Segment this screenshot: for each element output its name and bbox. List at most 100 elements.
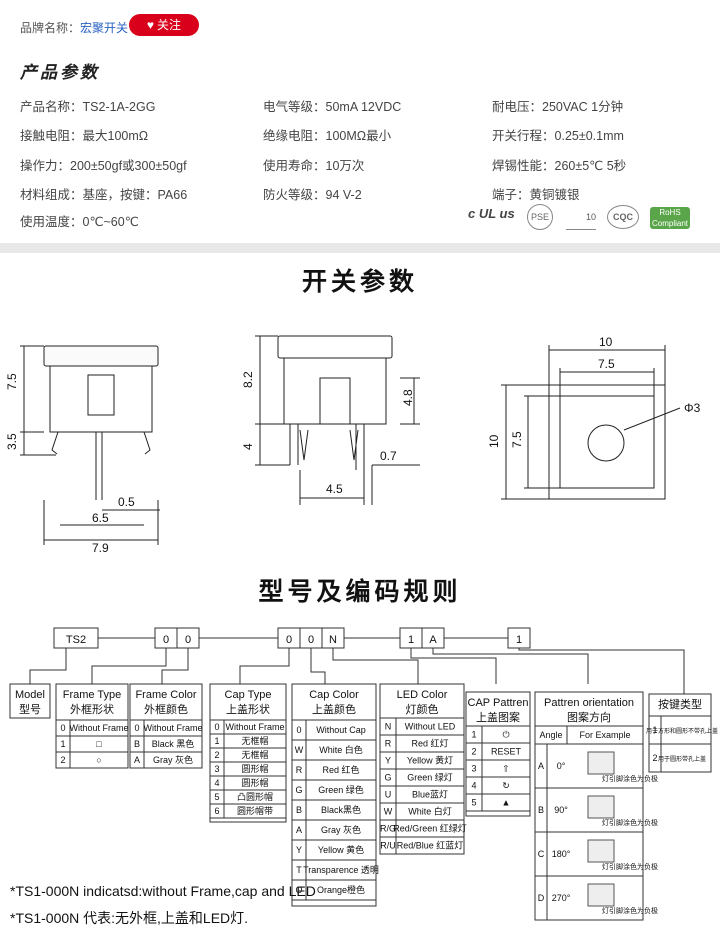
cap-color-sub: 上盖颜色 (312, 702, 356, 716)
led-color-row-label: Red 红灯 (411, 738, 448, 749)
frame-type-row-label: Without Frame (69, 723, 128, 733)
dim-front-h1: 8.2 (241, 371, 255, 388)
cap-color-row-label: Red 红色 (322, 764, 359, 775)
dim-side-h1: 7.5 (5, 373, 19, 390)
led-color-row-label: Red/Green 红绿灯 (393, 823, 467, 834)
brand-name[interactable]: 宏聚开关 (80, 21, 129, 35)
led-color-row-cell (379, 836, 465, 855)
param-rating: 电气等级：50mA 12VDC (263, 100, 402, 114)
cap-color-row-label: Green 绿色 (318, 784, 364, 795)
key-type-row-code: 2 (652, 753, 657, 763)
front-view-drawing (255, 335, 420, 505)
orientation-code: C (538, 849, 545, 859)
cap-type-sub: 上盖形状 (226, 702, 270, 716)
param-material: 材料组成：基座，按键：PA66 (20, 188, 188, 202)
cap-pattern-row-code: 3 (471, 764, 476, 774)
cap-pattern-row-label: ⏻ (502, 730, 509, 740)
chain-cap-type: 0 (286, 634, 292, 646)
orientation-angle: 180° (552, 849, 571, 859)
chain-frame-color: 0 (185, 634, 191, 646)
switch-sketch-icon (587, 883, 615, 907)
key-type-row-code: 1 (652, 725, 657, 735)
dim-top-w1: 10 (599, 335, 613, 349)
led-color-row-code: U (385, 790, 392, 800)
led-color-row-label: Blue蓝灯 (412, 789, 448, 800)
dim-front-w: 4.5 (326, 482, 343, 496)
orientation-sub: 图案方向 (567, 710, 611, 724)
cap-color-row-label: White 白色 (319, 744, 363, 755)
cap-color-row-label: Transparence 透明 (303, 865, 379, 875)
dim-top-h1: 10 (487, 434, 501, 448)
chain-pattern: 1 (408, 634, 414, 646)
led-color-row-code: R/G (380, 824, 396, 834)
chain-orientation: A (429, 634, 437, 646)
heart-icon: ♥ (146, 18, 155, 32)
cap-color-row-label: Orange橙色 (317, 884, 365, 895)
follow-label: 关注 (157, 18, 182, 32)
dim-side-w1: 6.5 (92, 511, 109, 525)
follow-button[interactable]: ♥关注 (129, 14, 199, 36)
frame-color-row-code: A (134, 755, 140, 765)
cap-color-row-label: Yellow 黄色 (318, 844, 364, 855)
param-contact: 接触电阻：最大100mΩ (20, 129, 149, 143)
cap-type-row-code: 1 (214, 736, 219, 746)
orientation-code: D (538, 893, 545, 903)
cap-type-row-label: 无框帽 (241, 735, 268, 746)
dim-top-w2: 7.5 (598, 357, 615, 371)
led-color-row-code: Y (385, 756, 391, 766)
cap-pattern-row-code: 5 (471, 798, 476, 808)
cap-pattern-row-label: ⇧ (502, 764, 510, 774)
chain-ts2: TS2 (66, 634, 86, 646)
cap-color-row-label: Without Cap (316, 725, 366, 735)
frame-type-row-cell (55, 735, 129, 753)
frame-type-title: Frame Type (63, 689, 122, 701)
cap-type-row-label: 无框帽 (241, 749, 268, 760)
cap-type-row-code: 2 (214, 750, 219, 760)
dim-side-pin: 0.5 (118, 495, 135, 509)
led-color-row-label: Green 绿灯 (407, 772, 453, 783)
cap-pattern-row-label: ↻ (502, 781, 510, 791)
brand-line: 品牌名称：宏聚开关 (20, 19, 128, 36)
chain-key-type: 1 (516, 634, 522, 646)
led-color-row-label: Red/Blue 红蓝灯 (397, 840, 464, 851)
dim-top-hole: Φ3 (684, 401, 701, 415)
led-color-row-code: G (384, 773, 391, 783)
cap-type-row-code: 3 (214, 764, 219, 774)
key-type-label: 用于圆形带孔上盖 (658, 755, 706, 763)
key-type-row-cell (648, 743, 712, 773)
led-color-row-label: Without LED (405, 722, 456, 732)
orientation-note: 灯引脚涂色为负极 (602, 862, 658, 871)
cap-color-title: Cap Color (309, 689, 359, 701)
orientation-angle: 0° (557, 761, 566, 771)
frame-color-title: Frame Color (135, 689, 196, 701)
param-life: 使用寿命：10万次 (263, 159, 365, 173)
key-type-title: 按键类型 (658, 697, 702, 711)
cap-color-row-code: W (295, 745, 304, 755)
cap-pattern-row-code: 1 (471, 730, 476, 740)
cap-type-row-label: 圆形帽带 (237, 805, 273, 816)
frame-type-row-label: □ (96, 739, 102, 749)
section-divider (0, 243, 720, 253)
cqc-cert-icon: CQC (607, 205, 639, 229)
rohs-cert-icon: RoHS Compliant (650, 207, 690, 229)
param-temp: 使用温度：0℃~60℃ (20, 215, 139, 229)
switch-heading: 开关参数 (301, 267, 418, 296)
frame-color-row-label: Black 黑色 (152, 738, 195, 749)
model-title: Model (15, 689, 45, 701)
chain-frame-type: 0 (163, 634, 169, 646)
cap-pattern-row-label: RESET (491, 747, 522, 757)
chain-led: N (329, 634, 337, 646)
orientation-note: 灯引脚涂色为负极 (602, 906, 658, 915)
param-fire: 防火等级：94 V-2 (263, 188, 362, 202)
dim-side-w2: 7.9 (92, 541, 109, 555)
param-travel: 开关行程：0.25±0.1mm (492, 129, 624, 143)
orientation-angle: 90° (554, 805, 568, 815)
led-color-row-code: W (384, 807, 393, 817)
param-solder: 焊锡性能：260±5℃ 5秒 (492, 159, 627, 173)
cap-color-row-code: O (295, 885, 302, 895)
param-voltage: 耐电压：250VAC 1分钟 (492, 100, 624, 114)
frame-type-row-cell (55, 751, 129, 769)
cap-color-row-code: A (296, 825, 302, 835)
cap-type-row-label: 凸圆形帽 (237, 791, 273, 802)
note-cn: *TS1-000N 代表:无外框,上盖和LED灯. (10, 910, 249, 926)
